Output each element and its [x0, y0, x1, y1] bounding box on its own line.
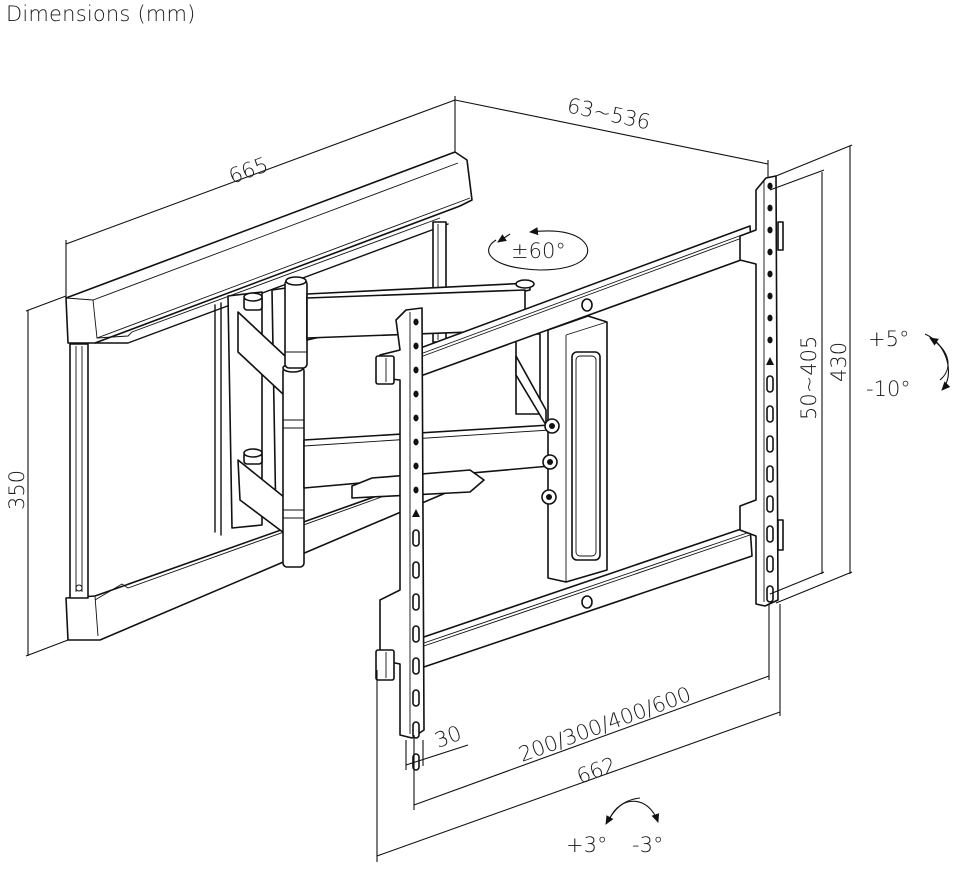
mount-hole [413, 318, 419, 326]
label-swivel: ±60° [511, 239, 566, 263]
mount-hole [413, 414, 419, 422]
mount-hole [767, 314, 773, 322]
label-roll-plus: +3° [566, 833, 607, 857]
page-title: Dimensions (mm) [6, 2, 196, 26]
mount-hole [413, 366, 419, 374]
mount-hole [767, 182, 773, 190]
mount-hole [413, 486, 419, 494]
label-roll-minus: -3° [632, 833, 663, 857]
up-arrow-icon [766, 357, 774, 365]
mount-hole [767, 292, 773, 300]
mount-hole [413, 342, 419, 350]
mount-slot [412, 561, 420, 579]
mount-hole [767, 226, 773, 234]
label-tilt-down: -10° [866, 377, 911, 401]
mount-slot [766, 555, 774, 573]
mount-slot [766, 375, 774, 393]
mount-slot [766, 495, 774, 513]
label-vesa-vertical: 50~405 [797, 336, 821, 420]
mount-hole [767, 336, 773, 344]
mount-slot [412, 721, 420, 739]
label-wall-plate-height: 350 [5, 470, 29, 510]
mount-hole [413, 390, 419, 398]
mount-hole [767, 248, 773, 256]
label-tv-plate-width: 662 [574, 752, 620, 788]
mount-hole [413, 438, 419, 446]
mount-slot [766, 435, 774, 453]
mount-hole [767, 204, 773, 212]
dimension-lines [25, 96, 951, 862]
label-wall-plate-width: 665 [226, 152, 272, 188]
mount-slot [412, 529, 420, 547]
mount-hole [767, 270, 773, 278]
mount-slot [412, 593, 420, 611]
mount-slot [766, 525, 774, 543]
mount-slot [766, 405, 774, 423]
mount-hole [413, 462, 419, 470]
label-extension-range: 63~536 [565, 93, 653, 134]
label-tv-plate-height: 430 [827, 342, 851, 382]
mount-slot [412, 689, 420, 707]
mount-slot [412, 657, 420, 675]
label-tilt-up: +5° [868, 327, 909, 351]
tv-plate [414, 225, 753, 671]
mount-slot [412, 625, 420, 643]
mount-slot [766, 465, 774, 483]
wall-plate [65, 151, 473, 641]
tv-bracket-right [739, 175, 784, 607]
tv-bracket-left [375, 307, 425, 771]
up-arrow-icon [412, 509, 420, 517]
